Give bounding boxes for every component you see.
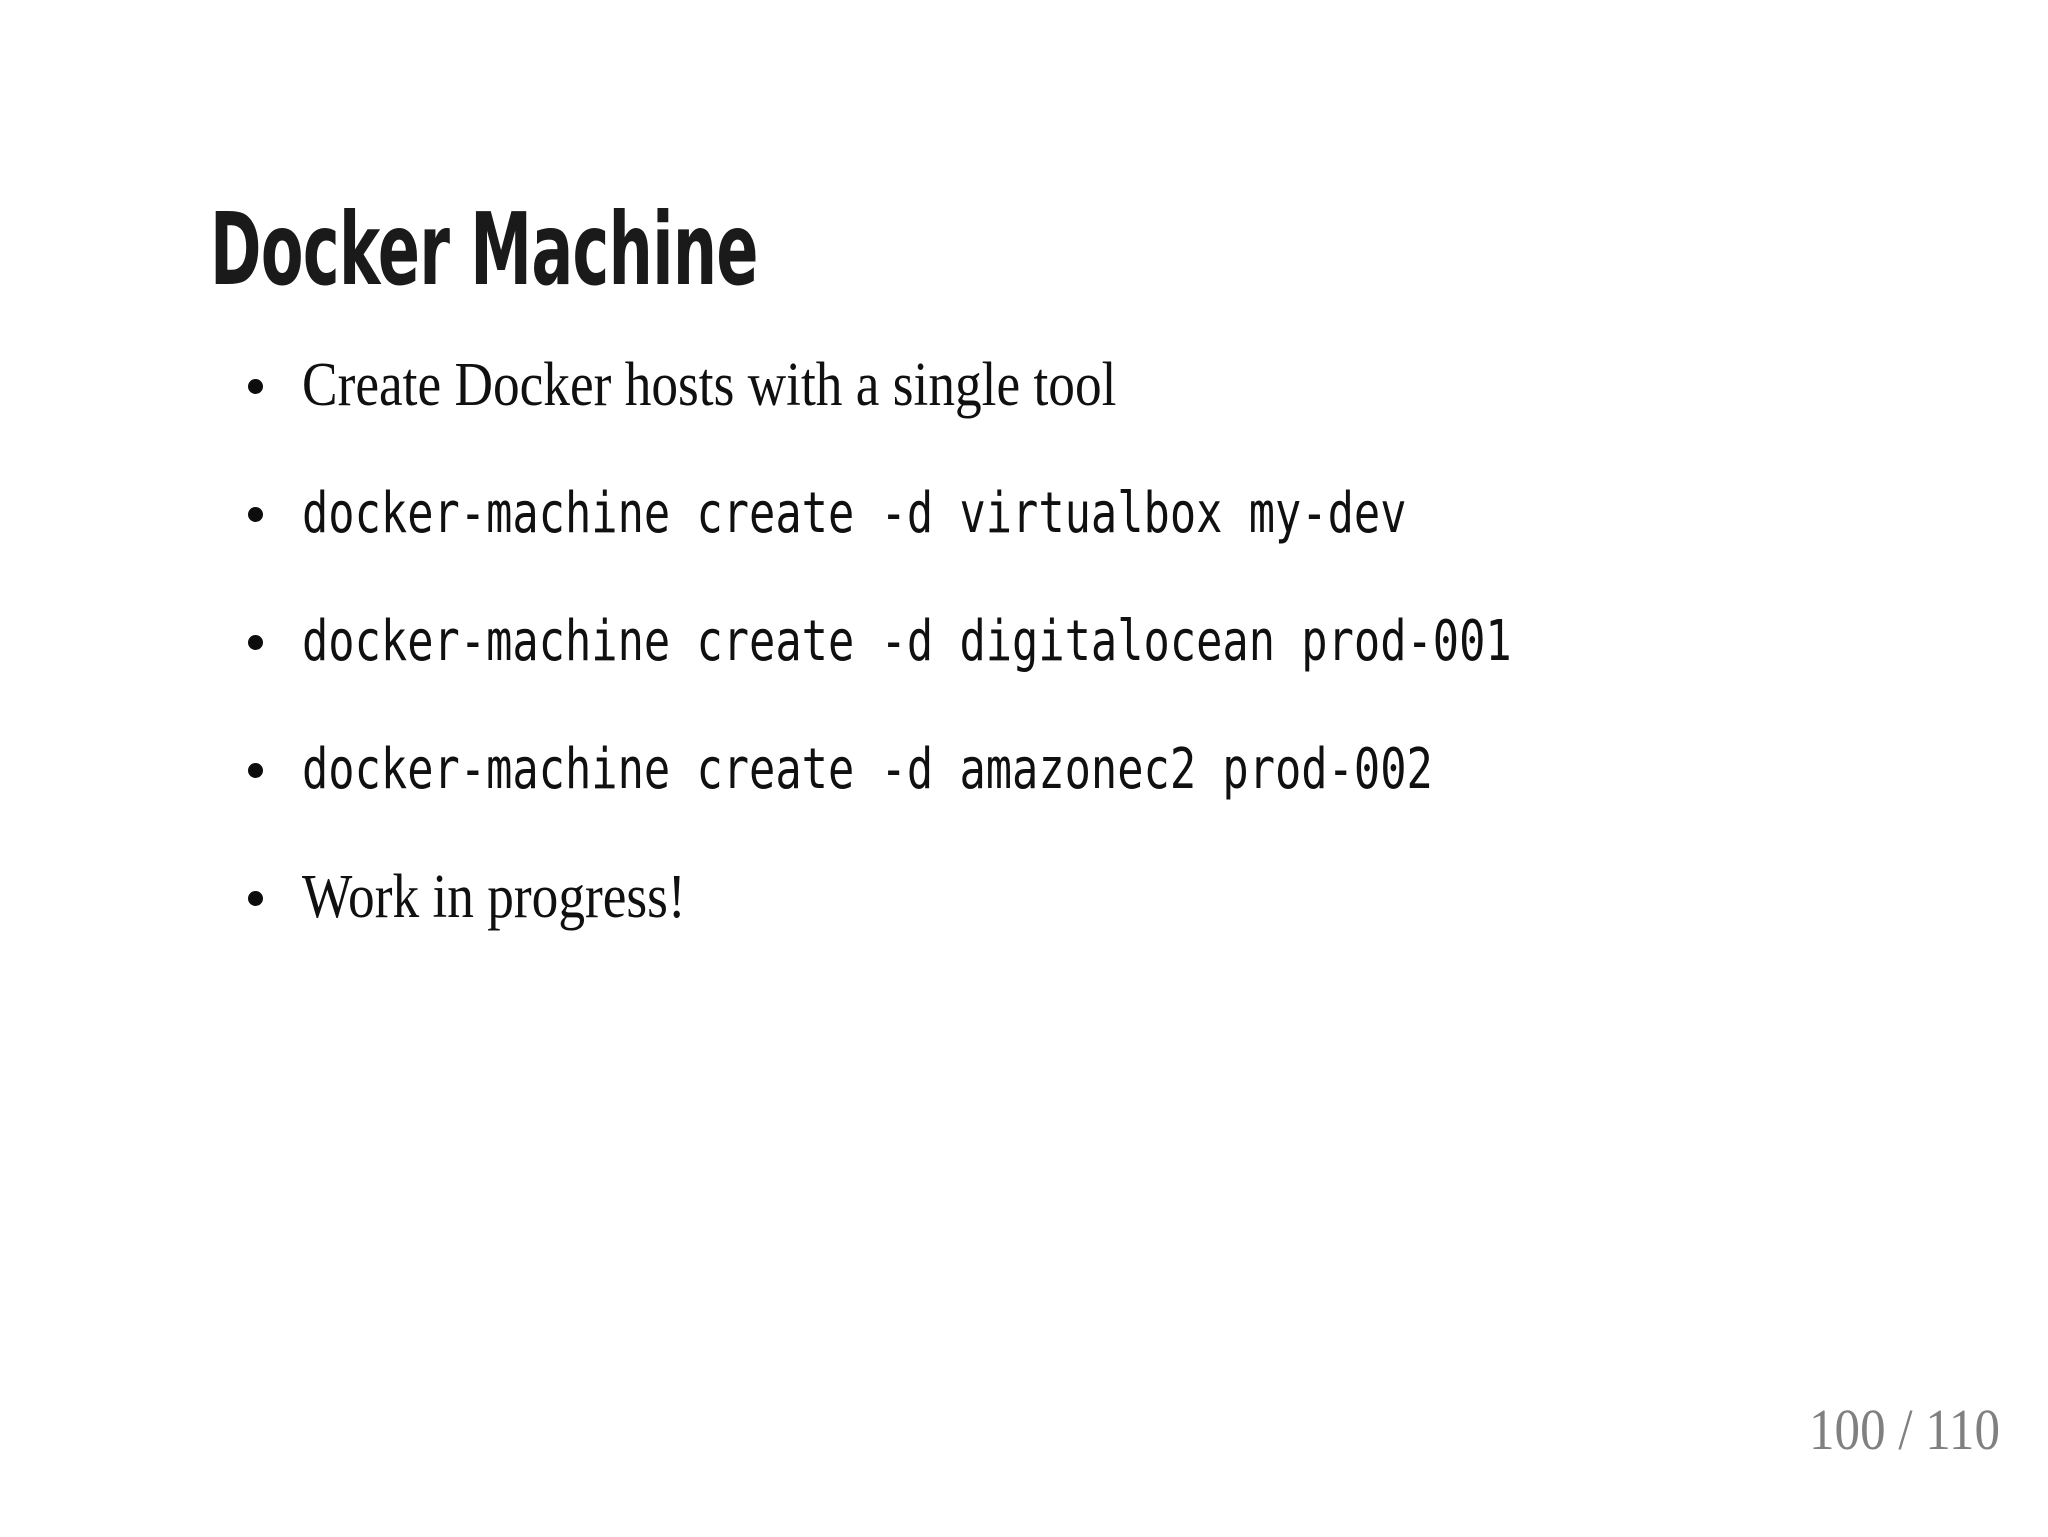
list-item: Work in progress! xyxy=(240,834,1940,962)
list-item-label: docker-machine create -d digitalocean pr… xyxy=(302,608,1512,674)
list-item: Create Docker hosts with a single tool xyxy=(240,322,1940,450)
bullet-dot-icon xyxy=(248,379,263,394)
list-item: docker-machine create -d digitalocean pr… xyxy=(240,578,1940,706)
bullet-list: Create Docker hosts with a single tool d… xyxy=(240,322,1940,962)
list-item-label: docker-machine create -d amazonec2 prod-… xyxy=(302,736,1433,802)
bullet-dot-icon xyxy=(248,635,263,650)
list-item-label: docker-machine create -d virtualbox my-d… xyxy=(302,480,1407,546)
bullet-dot-icon xyxy=(248,507,263,522)
page-title: Docker Machine xyxy=(210,191,758,308)
list-item-label: Create Docker hosts with a single tool xyxy=(302,351,1117,420)
list-item: docker-machine create -d virtualbox my-d… xyxy=(240,450,1940,578)
page-indicator: 100 / 110 xyxy=(1809,1397,2000,1462)
list-item-label: Work in progress! xyxy=(302,863,686,932)
list-item: docker-machine create -d amazonec2 prod-… xyxy=(240,706,1940,834)
bullet-dot-icon xyxy=(248,763,263,778)
bullet-dot-icon xyxy=(248,891,263,906)
